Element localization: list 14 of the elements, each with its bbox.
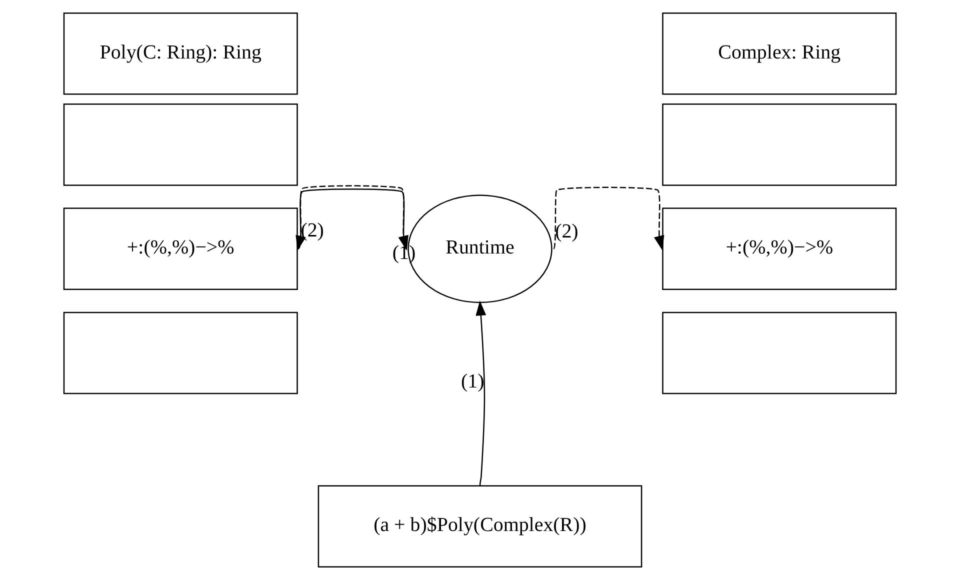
node-box: Complex: Ring — [662, 12, 896, 95]
node-box — [662, 312, 896, 394]
edge-label: (1) — [460, 370, 484, 393]
arrow — [552, 186, 664, 251]
node-box: (a + b)$Poly(Complex(R)) — [317, 485, 642, 568]
node-box — [62, 312, 298, 394]
node-box — [662, 104, 896, 186]
arrow — [475, 300, 486, 486]
edge-label: (2) — [554, 220, 578, 243]
node-box: Poly(C: Ring): Ring — [62, 12, 298, 95]
node-box: +:(%,%)−>% — [662, 208, 896, 290]
edge-label: (2) — [300, 219, 324, 242]
node-box — [62, 104, 298, 186]
node-box: +:(%,%)−>% — [62, 208, 298, 290]
